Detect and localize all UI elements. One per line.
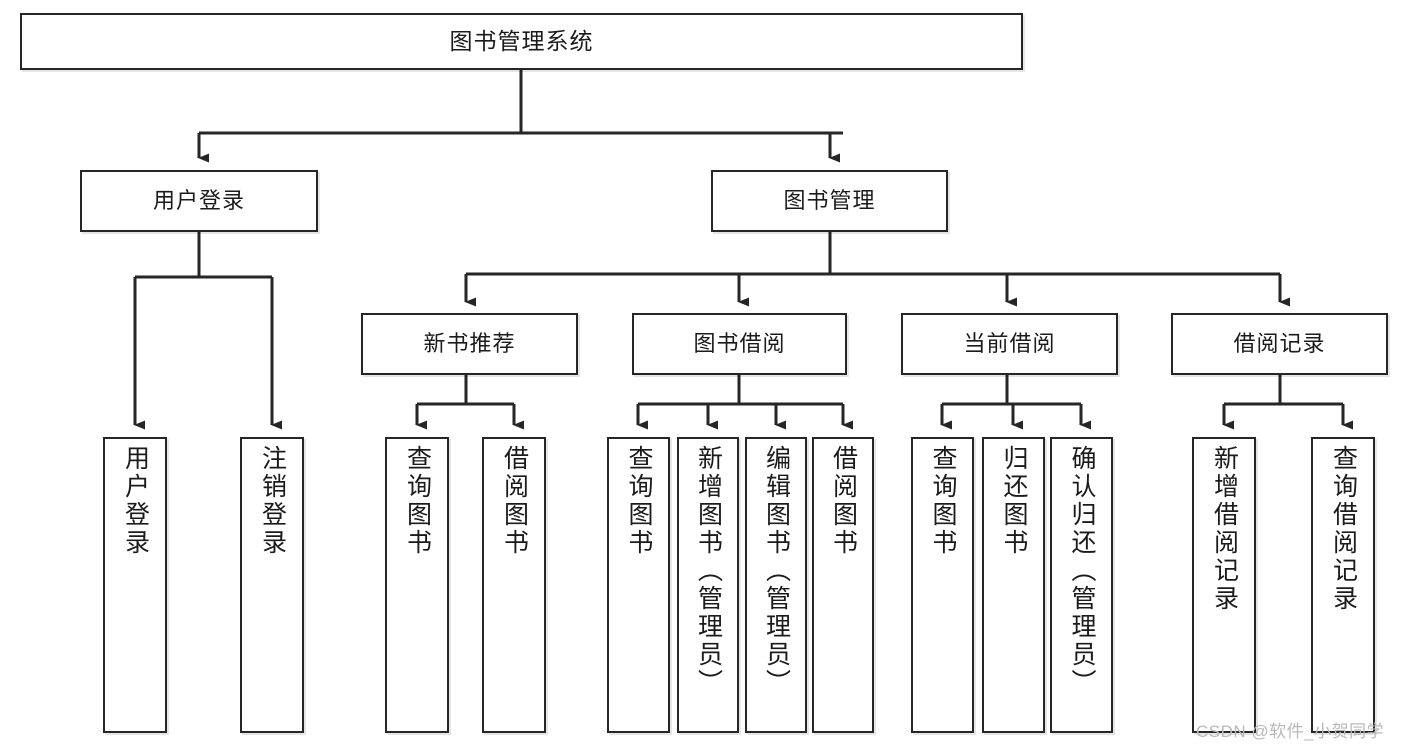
node-leaf-query-borrow-record-label: 查询借阅记录 <box>1329 445 1358 613</box>
node-leaf-edit-book-admin[interactable]: 编辑图书（管理员） <box>745 437 807 733</box>
node-book-borrow[interactable]: 图书借阅 <box>632 313 847 375</box>
node-leaf-query-book-3[interactable]: 查询图书 <box>911 437 974 733</box>
node-new-book-recommend[interactable]: 新书推荐 <box>361 313 578 375</box>
node-leaf-user-login[interactable]: 用户登录 <box>103 437 167 733</box>
node-user-login-label: 用户登录 <box>152 188 245 214</box>
node-current-borrow[interactable]: 当前借阅 <box>901 313 1118 375</box>
node-leaf-logout-label: 注销登录 <box>258 445 287 557</box>
node-leaf-add-borrow-record-label: 新增借阅记录 <box>1210 445 1239 613</box>
node-root[interactable]: 图书管理系统 <box>20 13 1023 70</box>
node-leaf-query-book-3-label: 查询图书 <box>929 445 957 557</box>
node-leaf-query-book-2-label: 查询图书 <box>625 445 653 557</box>
node-leaf-logout[interactable]: 注销登录 <box>240 437 304 733</box>
node-leaf-user-login-label: 用户登录 <box>121 445 150 557</box>
node-book-borrow-label: 图书借阅 <box>693 331 786 357</box>
node-leaf-return-book-label: 归还图书 <box>1000 445 1028 557</box>
node-root-label: 图书管理系统 <box>449 27 594 54</box>
node-new-book-recommend-label: 新书推荐 <box>423 331 516 357</box>
node-leaf-borrow-book-2[interactable]: 借阅图书 <box>812 437 874 733</box>
node-book-management[interactable]: 图书管理 <box>711 170 948 232</box>
node-leaf-query-book-2[interactable]: 查询图书 <box>607 437 670 733</box>
node-leaf-confirm-return-admin[interactable]: 确认归还（管理员） <box>1050 437 1113 733</box>
node-leaf-borrow-book-1[interactable]: 借阅图书 <box>482 437 546 733</box>
node-borrow-record-label: 借阅记录 <box>1233 331 1326 357</box>
watermark: CSDN @软件_小贺同学 <box>1196 722 1385 741</box>
node-leaf-add-borrow-record[interactable]: 新增借阅记录 <box>1192 437 1256 733</box>
node-current-borrow-label: 当前借阅 <box>963 331 1056 357</box>
node-leaf-borrow-book-2-label: 借阅图书 <box>829 445 858 557</box>
node-leaf-confirm-return-admin-label: 确认归还（管理员） <box>1068 445 1096 697</box>
node-leaf-add-book-admin[interactable]: 新增图书（管理员） <box>677 437 739 733</box>
node-leaf-query-book-1[interactable]: 查询图书 <box>385 437 449 733</box>
node-leaf-add-book-admin-label: 新增图书（管理员） <box>694 445 723 697</box>
node-leaf-edit-book-admin-label: 编辑图书（管理员） <box>762 445 791 697</box>
node-borrow-record[interactable]: 借阅记录 <box>1171 313 1388 375</box>
node-leaf-query-borrow-record[interactable]: 查询借阅记录 <box>1311 437 1375 733</box>
node-book-management-label: 图书管理 <box>783 188 876 214</box>
node-user-login[interactable]: 用户登录 <box>80 170 318 232</box>
node-leaf-return-book[interactable]: 归还图书 <box>982 437 1045 733</box>
node-leaf-query-book-1-label: 查询图书 <box>403 445 432 557</box>
node-leaf-borrow-book-1-label: 借阅图书 <box>500 445 529 557</box>
